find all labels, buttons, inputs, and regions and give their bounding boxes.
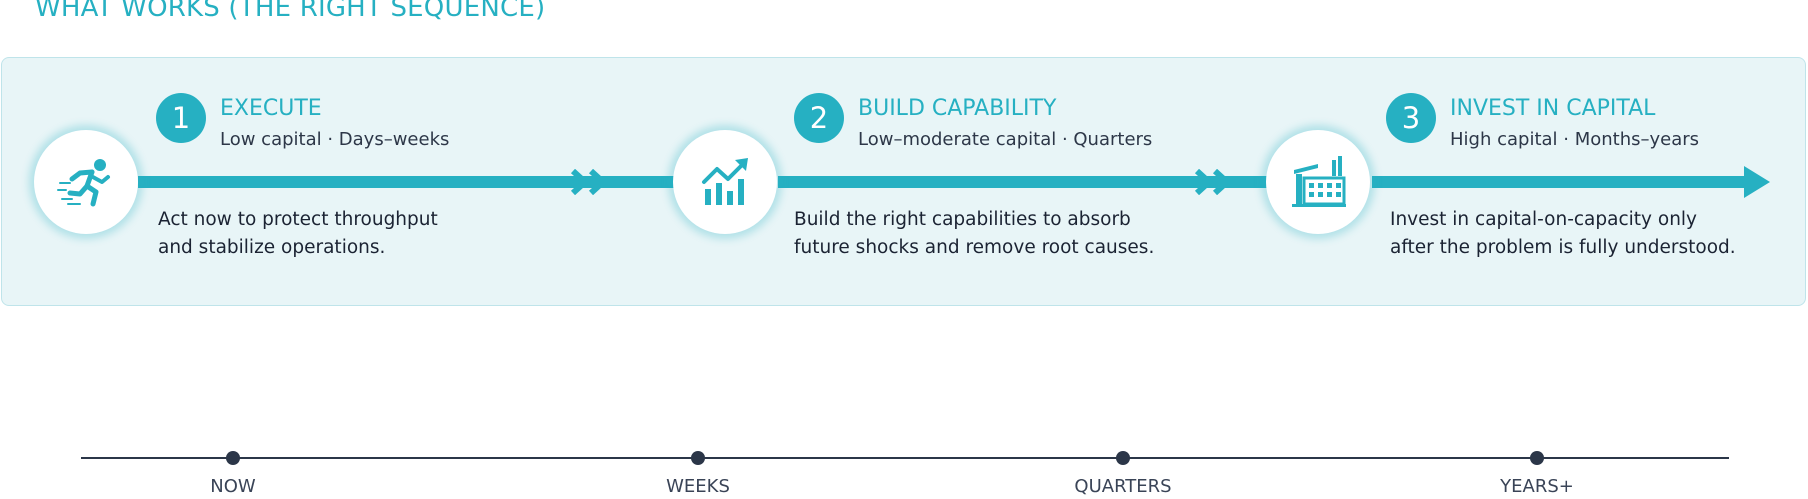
step-2-description-line-2: future shocks and remove root causes. xyxy=(794,237,1155,258)
timeline-label-weeks: WEEKS xyxy=(666,476,730,497)
step-1-title: EXECUTE xyxy=(220,96,322,121)
arrow-head-icon xyxy=(1744,166,1770,198)
step-1-description-line-1: Act now to protect throughput xyxy=(158,209,438,230)
step-3-description-line-2: after the problem is fully understood. xyxy=(1390,237,1736,258)
growth-chart-icon xyxy=(702,158,748,205)
step-3-number-badge: 3 xyxy=(1386,93,1436,143)
step-1-description-line-2: and stabilize operations. xyxy=(158,237,386,258)
step-2-title: BUILD CAPABILITY xyxy=(858,96,1057,121)
factory-icon xyxy=(1292,156,1346,207)
step-3-title: INVEST IN CAPITAL xyxy=(1450,96,1656,121)
timeline-label-now: NOW xyxy=(210,476,256,497)
step-1-meta: Low capital · Days–weeks xyxy=(220,129,450,150)
running-person-icon xyxy=(57,159,110,207)
track-segment-1 xyxy=(138,176,676,188)
step-2-meta: Low–moderate capital · Quarters xyxy=(858,129,1153,150)
step-3-description-line-1: Invest in capital-on-capacity only xyxy=(1390,209,1698,230)
timeline-marker-years xyxy=(1530,451,1544,465)
step-2-number-badge: 2 xyxy=(794,93,844,143)
timeline-label-years: YEARS+ xyxy=(1500,476,1574,497)
step-1-icon-circle xyxy=(34,130,138,234)
step-2-icon-circle xyxy=(673,130,777,234)
page-title: WHAT WORKS (THE RIGHT SEQUENCE) xyxy=(35,0,546,23)
step-2-description-line-1: Build the right capabilities to absorb xyxy=(794,209,1131,230)
step-3-icon-circle xyxy=(1266,130,1370,234)
step-1-number-badge: 1 xyxy=(156,93,206,143)
timeline-axis xyxy=(81,457,1729,459)
timeline-marker-quarters xyxy=(1116,451,1130,465)
track-segment-2 xyxy=(778,176,1268,188)
timeline-marker-now xyxy=(226,451,240,465)
track-segment-3 xyxy=(1372,176,1746,188)
step-3-meta: High capital · Months–years xyxy=(1450,129,1700,150)
double-chevron-icon xyxy=(1195,169,1232,195)
double-chevron-icon xyxy=(571,169,608,195)
timeline-marker-weeks xyxy=(691,451,705,465)
timeline-label-quarters: QUARTERS xyxy=(1074,476,1172,497)
